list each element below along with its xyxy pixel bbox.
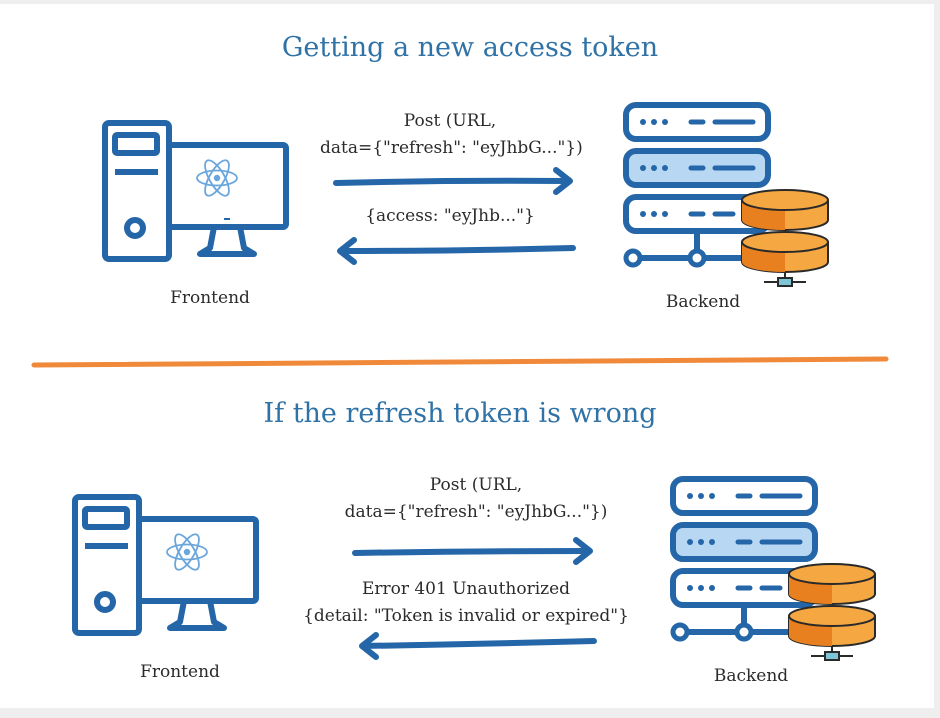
- section-divider: [31, 356, 889, 368]
- section-1-title: Getting a new access token: [281, 32, 659, 63]
- response-arrow-1: [337, 237, 576, 265]
- backend-label: Backend: [665, 292, 741, 312]
- frontend-label: Frontend: [140, 662, 220, 682]
- react-logo-icon: [196, 159, 238, 197]
- database-icon: [741, 189, 829, 287]
- server-rack-icon: [670, 476, 818, 642]
- request-arrow-1: [333, 167, 573, 195]
- react-logo-icon: [166, 533, 208, 571]
- database-icon: [788, 563, 876, 661]
- response-arrow-2: [359, 632, 597, 660]
- request-label-2: Post (URL, data={"refresh": "eyJhbG..."}…: [326, 472, 626, 526]
- response-line: {access: "eyJhb..."}: [365, 206, 535, 226]
- request-line: data={"refresh": "eyJhbG..."}): [320, 138, 583, 158]
- section-2-title: If the refresh token is wrong: [263, 398, 657, 429]
- response-label-2: Error 401 Unauthorized {detail: "Token i…: [286, 576, 646, 630]
- request-line: data={"refresh": "eyJhbG..."}): [344, 502, 608, 522]
- response-line: Error 401 Unauthorized: [361, 579, 571, 599]
- request-label-1: Post (URL, data={"refresh": "eyJhbG..."}…: [320, 108, 583, 162]
- response-line: {detail: "Token is invalid or expired"}: [303, 606, 629, 626]
- request-line: Post (URL,: [429, 475, 523, 495]
- desktop-computer-icon: [72, 494, 259, 636]
- request-arrow-2: [352, 537, 593, 565]
- server-rack-icon: [623, 102, 771, 268]
- response-label-1: {access: "eyJhb..."}: [320, 203, 580, 230]
- frontend-label: Frontend: [170, 288, 250, 308]
- desktop-computer-icon: [102, 120, 289, 262]
- request-line: Post (URL,: [403, 111, 497, 131]
- backend-label: Backend: [713, 666, 789, 686]
